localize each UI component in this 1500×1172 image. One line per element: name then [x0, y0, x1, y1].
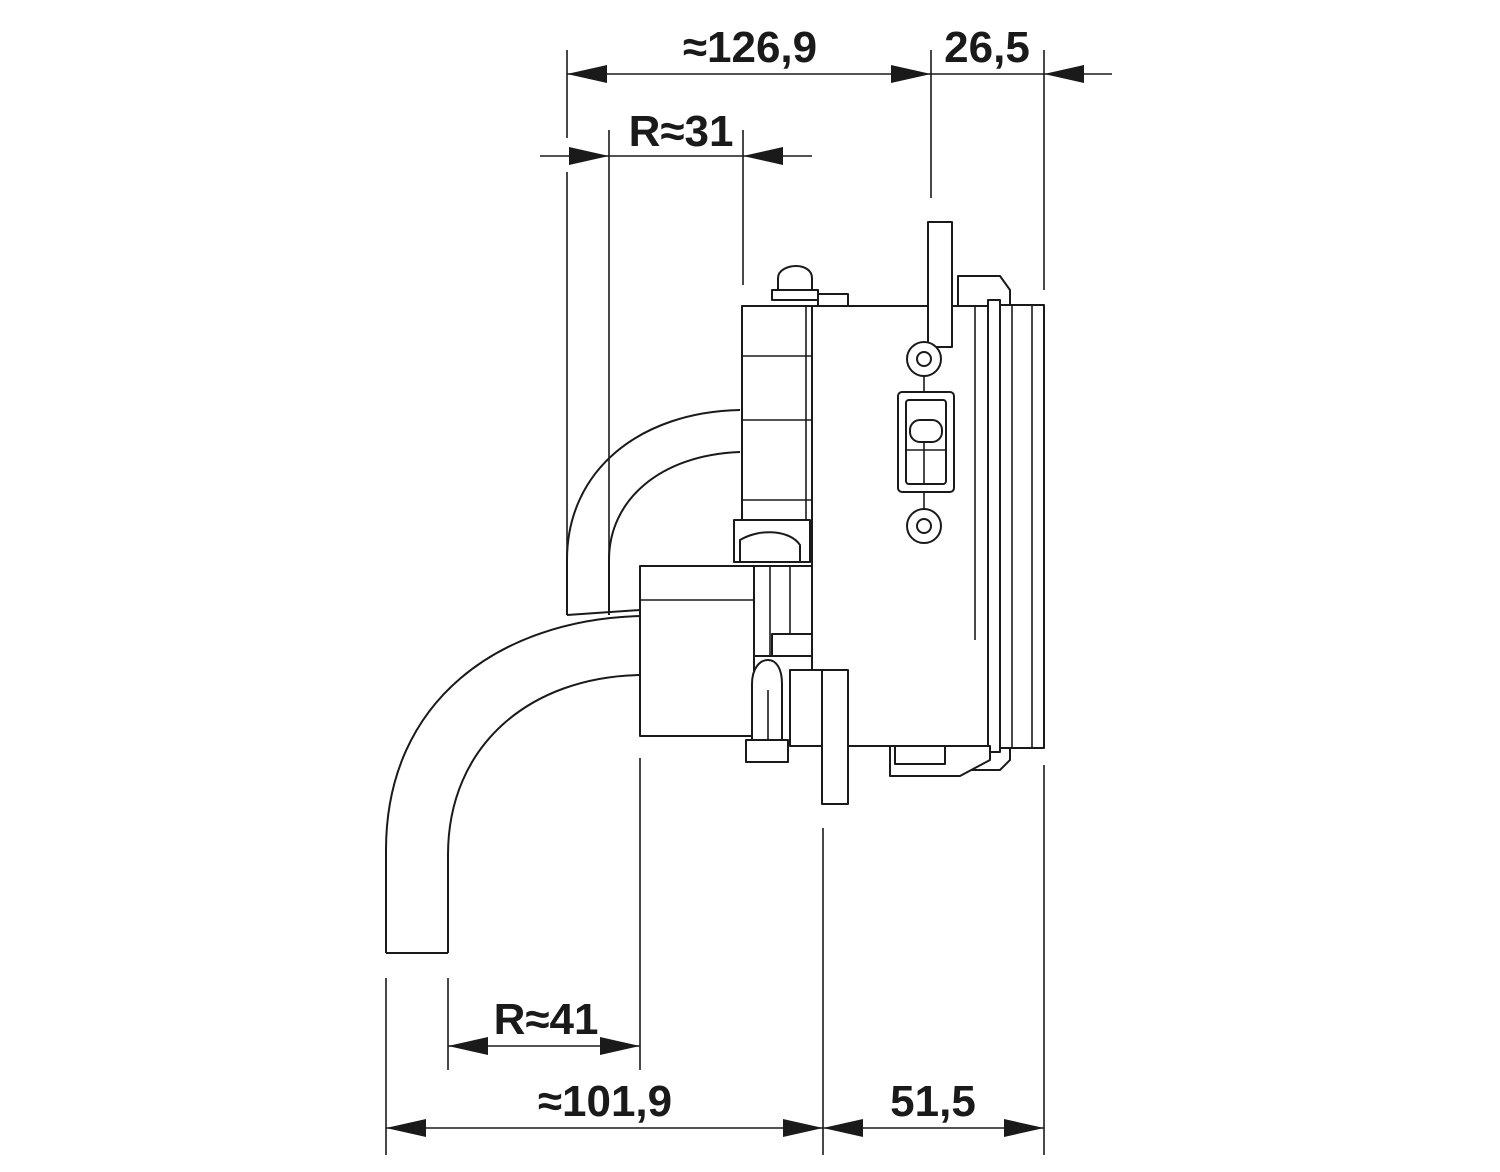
dim-label-upper-radius: R≈31: [629, 107, 734, 156]
dimension-radius-upper: [540, 147, 812, 165]
dim-label-top-right: 26,5: [944, 23, 1030, 72]
lower-cable: [385, 615, 641, 954]
dim-label-lower-radius: R≈41: [494, 995, 599, 1044]
dimension-radius-lower: [448, 1037, 640, 1055]
dimension-bottom: [386, 1119, 1044, 1137]
dim-label-top-width: ≈126,9: [683, 23, 817, 72]
dim-label-bottom-right: 51,5: [890, 1077, 976, 1126]
upper-screw-icon: [906, 341, 942, 377]
upper-cable: [566, 409, 741, 616]
device-housing: [639, 221, 1045, 805]
lower-screw-icon: [906, 508, 942, 544]
front-details: [897, 341, 955, 544]
dim-label-bottom-width: ≈101,9: [538, 1077, 672, 1126]
dimension-top: [567, 65, 1112, 83]
